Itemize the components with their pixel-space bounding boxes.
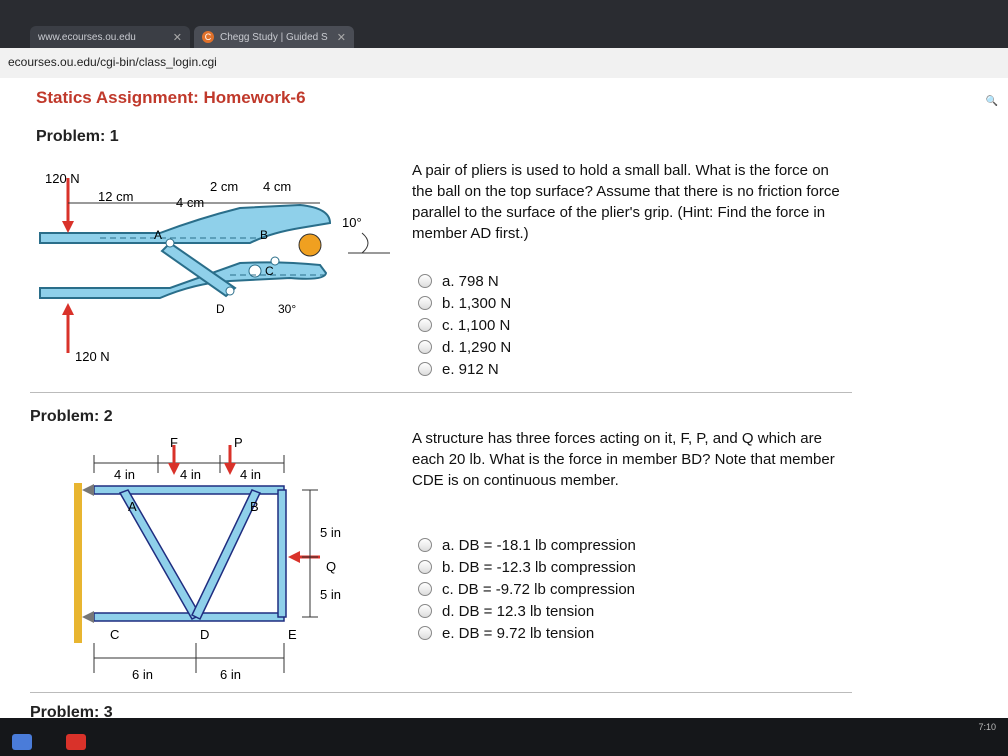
close-icon[interactable]: ✕ bbox=[336, 31, 346, 44]
point-c-label: C bbox=[265, 264, 274, 278]
problem-3-heading: Problem: 3 bbox=[30, 704, 113, 721]
radio-button[interactable] bbox=[418, 538, 432, 552]
dim-label: 4 in bbox=[180, 467, 201, 482]
point-d-label: D bbox=[216, 302, 225, 316]
radio-button[interactable] bbox=[418, 296, 432, 310]
problem-2-question: A structure has three forces acting on i… bbox=[412, 430, 835, 489]
angle-30-label: 30° bbox=[278, 302, 296, 316]
dim-label: 4 in bbox=[114, 467, 135, 482]
chegg-icon: C bbox=[202, 31, 214, 43]
radio-button[interactable] bbox=[418, 560, 432, 574]
docs-app-icon[interactable] bbox=[12, 734, 32, 750]
dim-label: 4 in bbox=[240, 467, 261, 482]
problem-2-options: a. DB = -18.1 lb compression b. DB = -12… bbox=[418, 534, 636, 644]
page-title: Statics Assignment: Homework-6 bbox=[36, 88, 306, 107]
point-c-label: C bbox=[110, 627, 119, 642]
option-a[interactable]: a. DB = -18.1 lb compression bbox=[418, 534, 636, 556]
radio-button[interactable] bbox=[418, 340, 432, 354]
radio-button[interactable] bbox=[418, 318, 432, 332]
point-a-label: A bbox=[128, 499, 137, 514]
problem-1-heading: Problem: 1 bbox=[36, 128, 119, 145]
tab-ecourses[interactable]: www.ecourses.ou.edu ✕ bbox=[30, 26, 190, 48]
point-b-label: B bbox=[260, 228, 268, 242]
dim-label: 6 in bbox=[220, 667, 241, 682]
option-e[interactable]: e. DB = 9.72 lb tension bbox=[418, 622, 636, 644]
problem-1-options: a. 798 N b. 1,300 N c. 1,100 N d. 1,290 … bbox=[418, 270, 511, 380]
point-d-label: D bbox=[200, 627, 209, 642]
taskbar: 7:10 bbox=[0, 718, 1008, 756]
option-d[interactable]: d. 1,290 N bbox=[418, 336, 511, 358]
option-d[interactable]: d. DB = 12.3 lb tension bbox=[418, 600, 636, 622]
dim-2cm-label: 2 cm bbox=[210, 179, 238, 194]
zoom-icon[interactable]: 🔍 bbox=[985, 96, 998, 107]
angle-10-label: 10° bbox=[342, 215, 362, 230]
dim-4cm-label: 4 cm bbox=[263, 179, 291, 194]
radio-button[interactable] bbox=[418, 604, 432, 618]
youtube-app-icon[interactable] bbox=[66, 734, 86, 750]
close-icon[interactable]: ✕ bbox=[172, 31, 182, 44]
point-b-label: B bbox=[250, 499, 259, 514]
page-content: 🔍 Statics Assignment: Homework-6 Problem… bbox=[0, 78, 1008, 721]
dim-label: 5 in bbox=[320, 525, 341, 540]
tab-label: www.ecourses.ou.edu bbox=[38, 31, 136, 43]
radio-button[interactable] bbox=[418, 362, 432, 376]
dim-label: 5 in bbox=[320, 587, 341, 602]
dim-label: 6 in bbox=[132, 667, 153, 682]
option-e[interactable]: e. 912 N bbox=[418, 358, 511, 380]
radio-button[interactable] bbox=[418, 626, 432, 640]
address-bar[interactable]: ecourses.ou.edu/cgi-bin/class_login.cgi bbox=[0, 48, 1008, 79]
tab-chegg[interactable]: C Chegg Study | Guided S ✕ bbox=[194, 26, 354, 48]
clock: 7:10 bbox=[978, 722, 996, 732]
force-p-label: P bbox=[234, 435, 243, 450]
tab-label: Chegg Study | Guided S bbox=[220, 31, 328, 43]
radio-button[interactable] bbox=[418, 274, 432, 288]
point-e-label: E bbox=[288, 627, 297, 642]
force-top-label: 120 N bbox=[45, 171, 80, 186]
force-bottom-label: 120 N bbox=[75, 349, 110, 364]
option-b[interactable]: b. DB = -12.3 lb compression bbox=[418, 556, 636, 578]
option-b[interactable]: b. 1,300 N bbox=[418, 292, 511, 314]
option-c[interactable]: c. DB = -9.72 lb compression bbox=[418, 578, 636, 600]
point-a-label: A bbox=[154, 228, 162, 242]
dim-12cm-label: 12 cm bbox=[98, 189, 133, 204]
frame-figure: F P 4 in 4 in 4 in A B 5 in Q 5 in C D E… bbox=[74, 435, 341, 682]
force-q-label: Q bbox=[326, 559, 336, 574]
divider bbox=[30, 692, 852, 693]
force-f-label: F bbox=[170, 435, 178, 450]
problem-1-question: A pair of pliers is used to hold a small… bbox=[412, 162, 840, 242]
pliers-figure: 120 N 12 cm 4 cm 2 cm 4 cm 10° A B C D 3… bbox=[39, 171, 390, 364]
url-text[interactable]: ecourses.ou.edu/cgi-bin/class_login.cgi bbox=[8, 55, 217, 69]
option-a[interactable]: a. 798 N bbox=[418, 270, 511, 292]
divider bbox=[30, 392, 852, 393]
dim-4cm-label: 4 cm bbox=[176, 195, 204, 210]
option-c[interactable]: c. 1,100 N bbox=[418, 314, 511, 336]
radio-button[interactable] bbox=[418, 582, 432, 596]
browser-tab-bar: www.ecourses.ou.edu ✕ C Chegg Study | Gu… bbox=[0, 0, 1008, 48]
problem-2-heading: Problem: 2 bbox=[30, 408, 113, 425]
